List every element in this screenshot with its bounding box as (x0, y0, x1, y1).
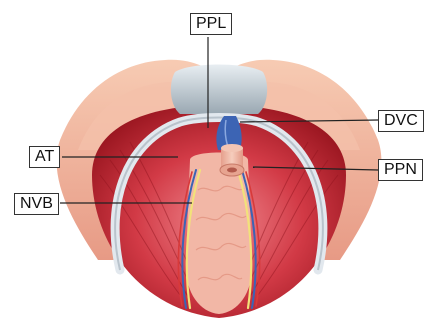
label-nvb: NVB (14, 193, 59, 215)
label-ppn: PPN (378, 159, 423, 181)
label-at: AT (29, 146, 60, 168)
pubic-symphysis (171, 65, 267, 115)
urethra (220, 144, 244, 176)
label-dvc: DVC (378, 110, 424, 132)
label-ppl: PPL (190, 13, 232, 35)
